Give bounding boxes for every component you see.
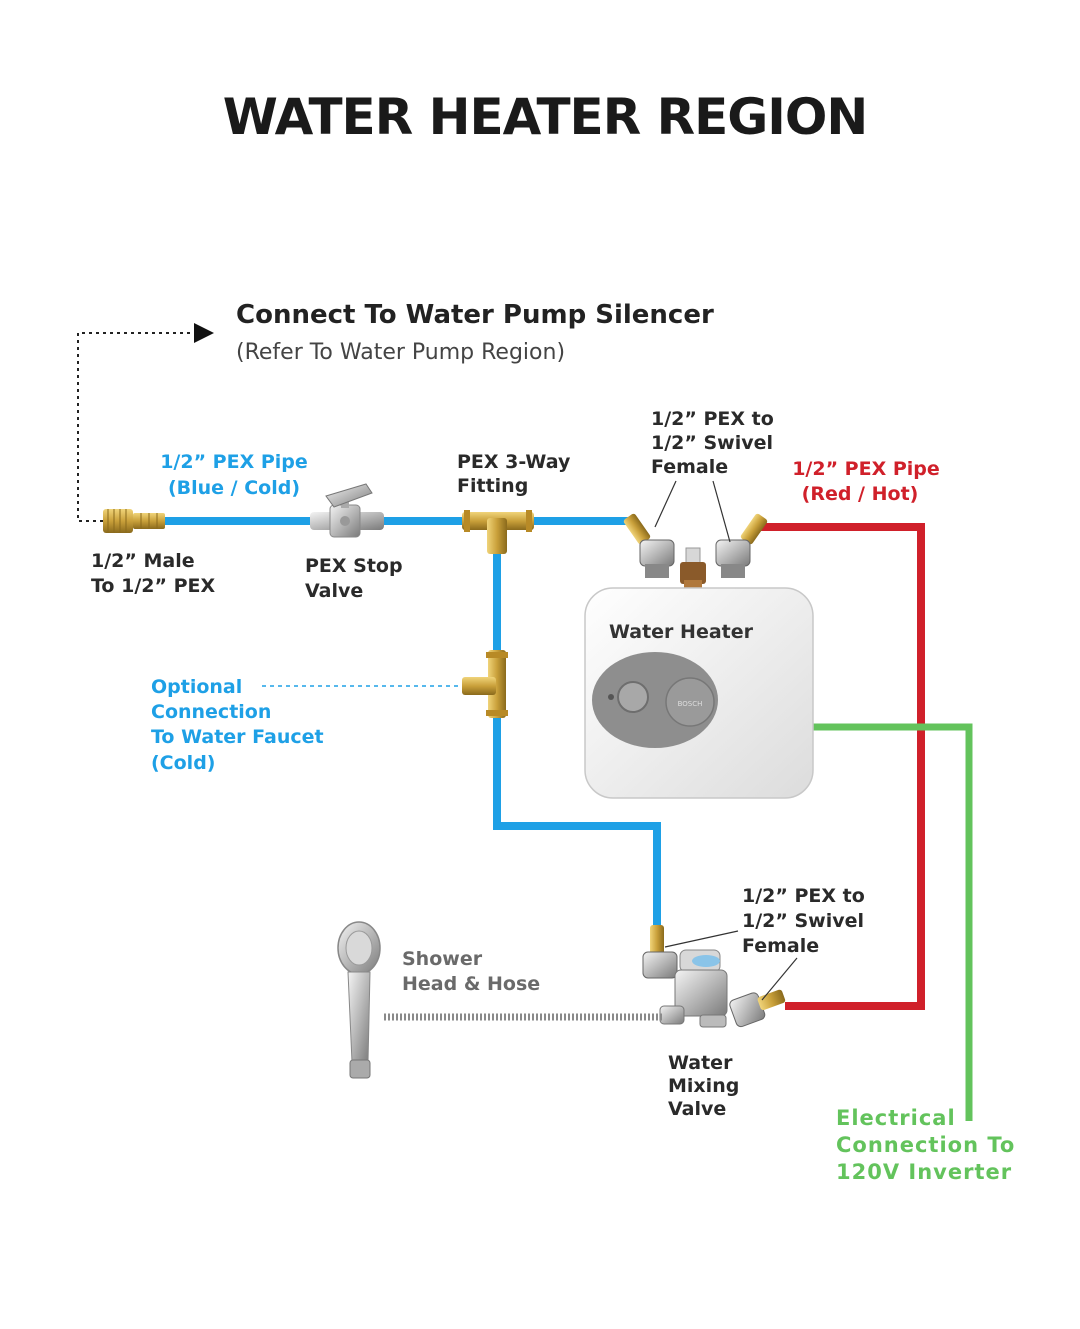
svg-text:1/2” PEX Pipe: 1/2” PEX Pipe — [792, 458, 940, 480]
svg-text:Head & Hose: Head & Hose — [402, 973, 540, 995]
svg-text:PEX 3-Way: PEX 3-Way — [457, 451, 571, 473]
svg-text:(Cold): (Cold) — [151, 752, 215, 774]
pump-connect-label: Connect To Water Pump Silencer — [236, 300, 714, 330]
page-title: WATER HEATER REGION — [223, 88, 868, 146]
label-pex-red: 1/2” PEX Pipe (Red / Hot) — [792, 458, 940, 505]
svg-text:1/2” PEX to: 1/2” PEX to — [742, 885, 865, 907]
label-pex-blue: 1/2” PEX Pipe (Blue / Cold) — [160, 451, 308, 499]
svg-text:Optional: Optional — [151, 676, 242, 698]
label-mixing-valve: Water Mixing Valve — [668, 1052, 739, 1120]
hot-swivel-fitting — [715, 513, 768, 578]
svg-text:PEX Stop: PEX Stop — [305, 555, 403, 577]
svg-text:To Water Faucet: To Water Faucet — [151, 726, 324, 748]
leader-swivel-bottom-hot — [761, 957, 798, 1001]
optional-tee-fitting — [462, 650, 508, 718]
pex-three-way-fitting — [462, 510, 534, 554]
label-three-way: PEX 3-Way Fitting — [457, 451, 571, 497]
shower-head — [337, 921, 381, 1079]
svg-text:Electrical: Electrical — [836, 1106, 956, 1130]
svg-text:Female: Female — [651, 456, 728, 478]
relief-valve — [680, 547, 706, 590]
label-male-adapter: 1/2” Male To 1/2” PEX — [91, 550, 215, 597]
svg-text:Fitting: Fitting — [457, 475, 528, 497]
label-swivel-top: 1/2” PEX to 1/2” Swivel Female — [651, 408, 774, 478]
svg-text:Mixing: Mixing — [668, 1075, 739, 1097]
svg-text:Water: Water — [668, 1052, 733, 1074]
svg-text:1/2” Swivel: 1/2” Swivel — [651, 432, 773, 454]
pump-refer-label: (Refer To Water Pump Region) — [236, 340, 565, 365]
svg-text:Female: Female — [742, 935, 819, 957]
svg-text:120V Inverter: 120V Inverter — [836, 1160, 1012, 1184]
cold-swivel-fitting — [623, 513, 675, 578]
svg-text:Shower: Shower — [402, 948, 483, 970]
svg-text:To 1/2” PEX: To 1/2” PEX — [91, 575, 215, 597]
male-adapter-fitting — [103, 509, 165, 533]
svg-text:Valve: Valve — [305, 580, 363, 602]
svg-text:1/2” Swivel: 1/2” Swivel — [742, 910, 864, 932]
hot-pipe — [757, 523, 925, 1010]
svg-text:1/2” PEX to: 1/2” PEX to — [651, 408, 774, 430]
svg-text:(Blue / Cold): (Blue / Cold) — [168, 477, 300, 499]
label-electrical: Electrical Connection To 120V Inverter — [836, 1106, 1015, 1184]
water-heater-label: Water Heater — [609, 621, 754, 643]
leader-swivel-top-hot — [712, 480, 731, 543]
label-shower: Shower Head & Hose — [402, 948, 540, 995]
heater-brand-mark: BOSCH — [678, 700, 703, 708]
label-swivel-bottom: 1/2” PEX to 1/2” Swivel Female — [742, 885, 865, 957]
svg-text:1/2” Male: 1/2” Male — [91, 550, 195, 572]
leader-swivel-top-cold — [654, 480, 677, 528]
pex-stop-valve — [310, 483, 384, 538]
water-mixing-valve — [642, 925, 786, 1028]
pump-dotted-connector — [77, 323, 214, 522]
electrical-cable — [810, 723, 973, 1121]
label-optional-connection: Optional Connection To Water Faucet (Col… — [151, 676, 324, 774]
svg-text:1/2” PEX Pipe: 1/2” PEX Pipe — [160, 451, 308, 473]
svg-text:(Red / Hot): (Red / Hot) — [802, 483, 919, 505]
label-stop-valve: PEX Stop Valve — [305, 555, 403, 602]
leader-swivel-bottom-cold — [664, 930, 739, 948]
svg-text:Connection To: Connection To — [836, 1133, 1015, 1157]
svg-text:Connection: Connection — [151, 701, 271, 723]
svg-text:Valve: Valve — [668, 1098, 726, 1120]
water-heater-unit: Water Heater BOSCH — [584, 513, 814, 799]
